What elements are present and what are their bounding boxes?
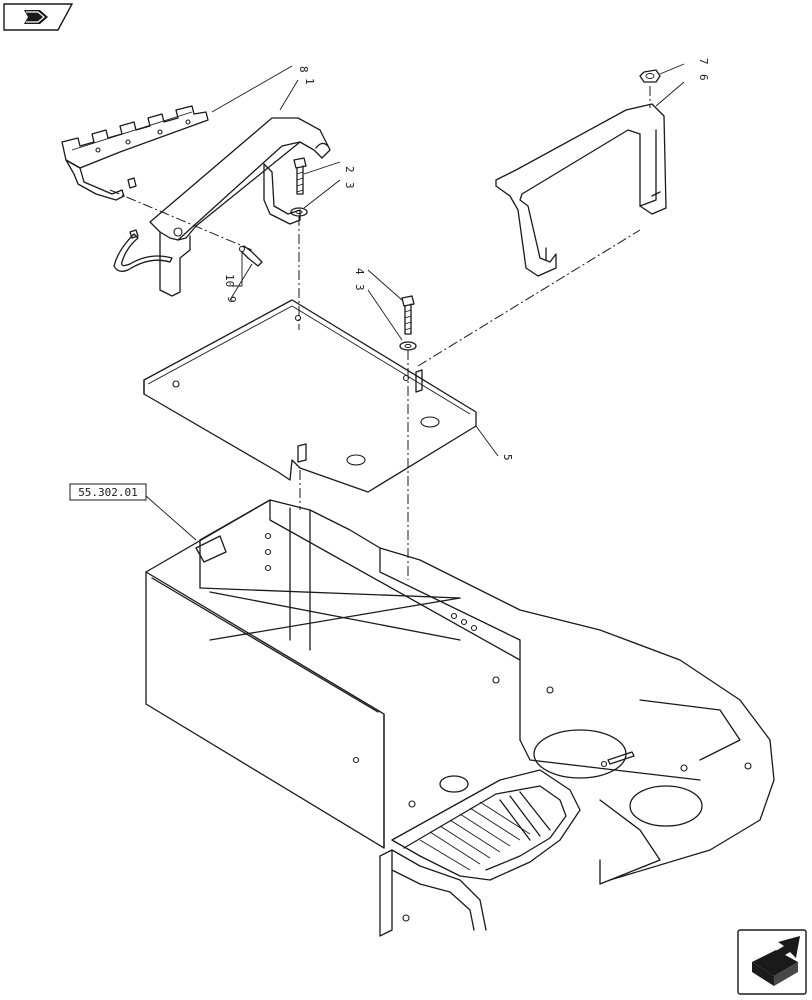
callout-1: 1 xyxy=(303,78,316,85)
part-5-flat-plate xyxy=(143,299,477,493)
callout-labels: 8 1 2 3 4 3 5 6 7 9 10 xyxy=(223,58,710,461)
part-8-wiring-bracket xyxy=(61,105,209,201)
part-3-washer-lower xyxy=(399,341,417,351)
callout-10: 10 xyxy=(223,274,236,287)
callout-9: 9 xyxy=(225,296,238,303)
assembly-center-lines xyxy=(109,86,651,580)
reference-box[interactable]: 55.302.01 xyxy=(69,483,147,501)
back-arrow-icon[interactable] xyxy=(3,3,74,31)
callout-3-upper: 3 xyxy=(343,182,356,189)
part-7-nut xyxy=(639,69,661,83)
part-1-mounting-bracket xyxy=(149,117,331,297)
next-page-arrow-icon[interactable] xyxy=(737,929,807,995)
wire-harness-loop xyxy=(113,229,173,272)
part-4-bolt xyxy=(401,295,415,335)
part-2-bolt xyxy=(293,157,307,195)
machine-frame-assembly xyxy=(145,499,775,937)
reference-box-text: 55.302.01 xyxy=(78,486,138,499)
part-6-u-bracket xyxy=(495,103,667,277)
callout-5: 5 xyxy=(501,454,514,461)
callout-4: 4 xyxy=(353,268,366,275)
reference-leader xyxy=(145,495,197,541)
callout-8: 8 xyxy=(297,66,310,73)
part-10-9-pin-clip xyxy=(238,245,263,267)
callout-2: 2 xyxy=(343,166,356,173)
callout-6: 6 xyxy=(697,74,710,81)
callout-leaders xyxy=(211,63,685,457)
callout-3-lower: 3 xyxy=(353,284,366,291)
callout-7: 7 xyxy=(697,58,710,65)
